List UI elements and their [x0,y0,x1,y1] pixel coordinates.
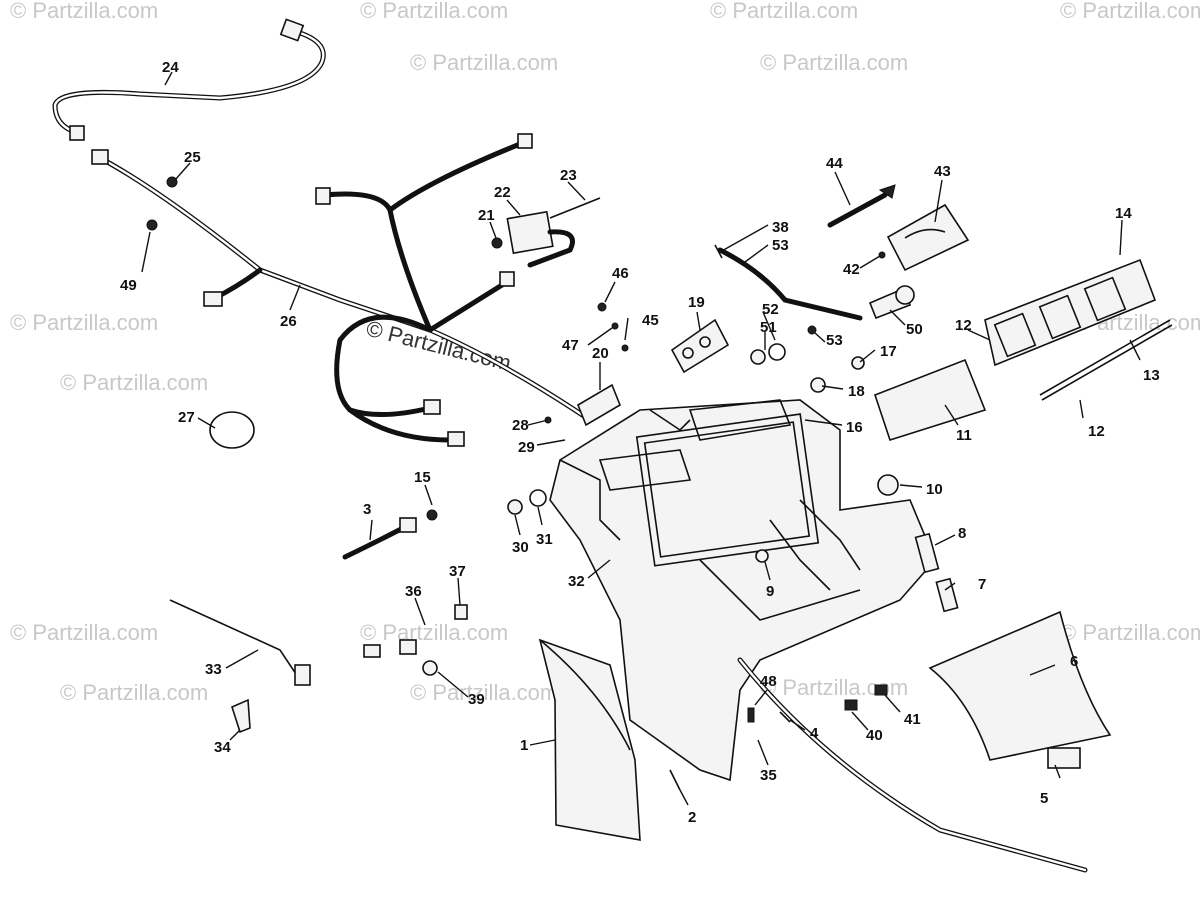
switch-plate-20 [577,383,621,427]
leader-lines [141,71,1141,806]
callout-27: 27 [178,409,195,426]
callout-41: 41 [904,711,921,728]
hardware [146,176,1081,791]
callout-45: 45 [642,312,659,329]
callout-11: 11 [956,427,972,444]
watermark: © Partzilla.com [60,680,208,705]
callout-23: 23 [560,167,577,184]
callout-17: 17 [880,343,897,360]
callout-40: 40 [866,727,883,744]
callout-33: 33 [205,661,222,678]
watermark: © Partzilla.com [10,310,158,335]
callout-42: 42 [843,261,860,278]
callout-26: 26 [280,313,297,330]
watermark: © Partzilla.com [360,0,508,23]
lid [928,610,1112,761]
callout-37: 37 [449,563,466,580]
callout-16: 16 [846,419,863,436]
callout-5: 5 [1040,790,1048,807]
watermark: © Partzilla.com [10,0,158,23]
callout-22: 22 [494,184,511,201]
callout-30: 30 [512,539,529,556]
callout-2: 2 [688,809,696,826]
callout-28: 28 [512,417,529,434]
watermark: © Partzilla.com [760,50,908,75]
callout-14: 14 [1115,205,1132,222]
callout-18: 18 [848,383,865,400]
callout-44: 44 [826,155,843,172]
callout-52: 52 [762,301,779,318]
watermark: © Partzilla.com [410,680,558,705]
side-panel [538,638,641,841]
callout-36: 36 [405,583,422,600]
callout-7: 7 [978,576,986,593]
callout-12: 12 [955,317,972,334]
watermark: © Partzilla.com [60,370,208,395]
callout-24: 24 [162,59,179,76]
switch-cover-19 [670,318,730,374]
callout-38: 38 [772,219,789,236]
callout-50: 50 [906,321,923,338]
callout-20: 20 [592,345,609,362]
callout-34: 34 [214,739,231,756]
callout-29: 29 [518,439,535,456]
callout-1: 1 [520,737,528,754]
callout-47: 47 [562,337,579,354]
callout-51: 51 [760,319,777,336]
callout-numbers: 1 2 3 4 5 6 7 8 9 10 11 12 12 13 14 15 1… [120,59,1160,826]
callout-53: 53 [826,332,843,349]
gauge [886,203,970,272]
callout-48: 48 [760,673,777,690]
watermark: © Partzilla.com [10,620,158,645]
callout-12: 12 [1088,423,1105,440]
callout-19: 19 [688,294,705,311]
callout-31: 31 [536,531,553,548]
callout-43: 43 [934,163,951,180]
callout-25: 25 [184,149,201,166]
callout-53: 53 [772,237,789,254]
watermark: © Partzilla.com [710,0,858,23]
watermark: © Partzilla.com [1060,620,1200,645]
callout-32: 32 [568,573,585,590]
callout-39: 39 [468,691,485,708]
console-body [549,399,936,782]
callout-6: 6 [1070,653,1078,670]
callout-10: 10 [926,481,943,498]
instrument-trim [984,258,1157,367]
watermark: © Partzilla.com [360,620,508,645]
callout-35: 35 [760,767,777,784]
callout-15: 15 [414,469,431,486]
callout-9: 9 [766,583,774,600]
watermark: © Partzilla.com [1060,0,1200,23]
callout-13: 13 [1143,367,1160,384]
callout-21: 21 [478,207,495,224]
callout-3: 3 [363,501,371,518]
callout-4: 4 [810,725,819,742]
callout-49: 49 [120,277,137,294]
panel-11 [874,358,987,441]
watermark: © Partzilla.com [410,50,558,75]
wire-harness [52,18,593,447]
callout-46: 46 [612,265,629,282]
callout-8: 8 [958,525,966,542]
